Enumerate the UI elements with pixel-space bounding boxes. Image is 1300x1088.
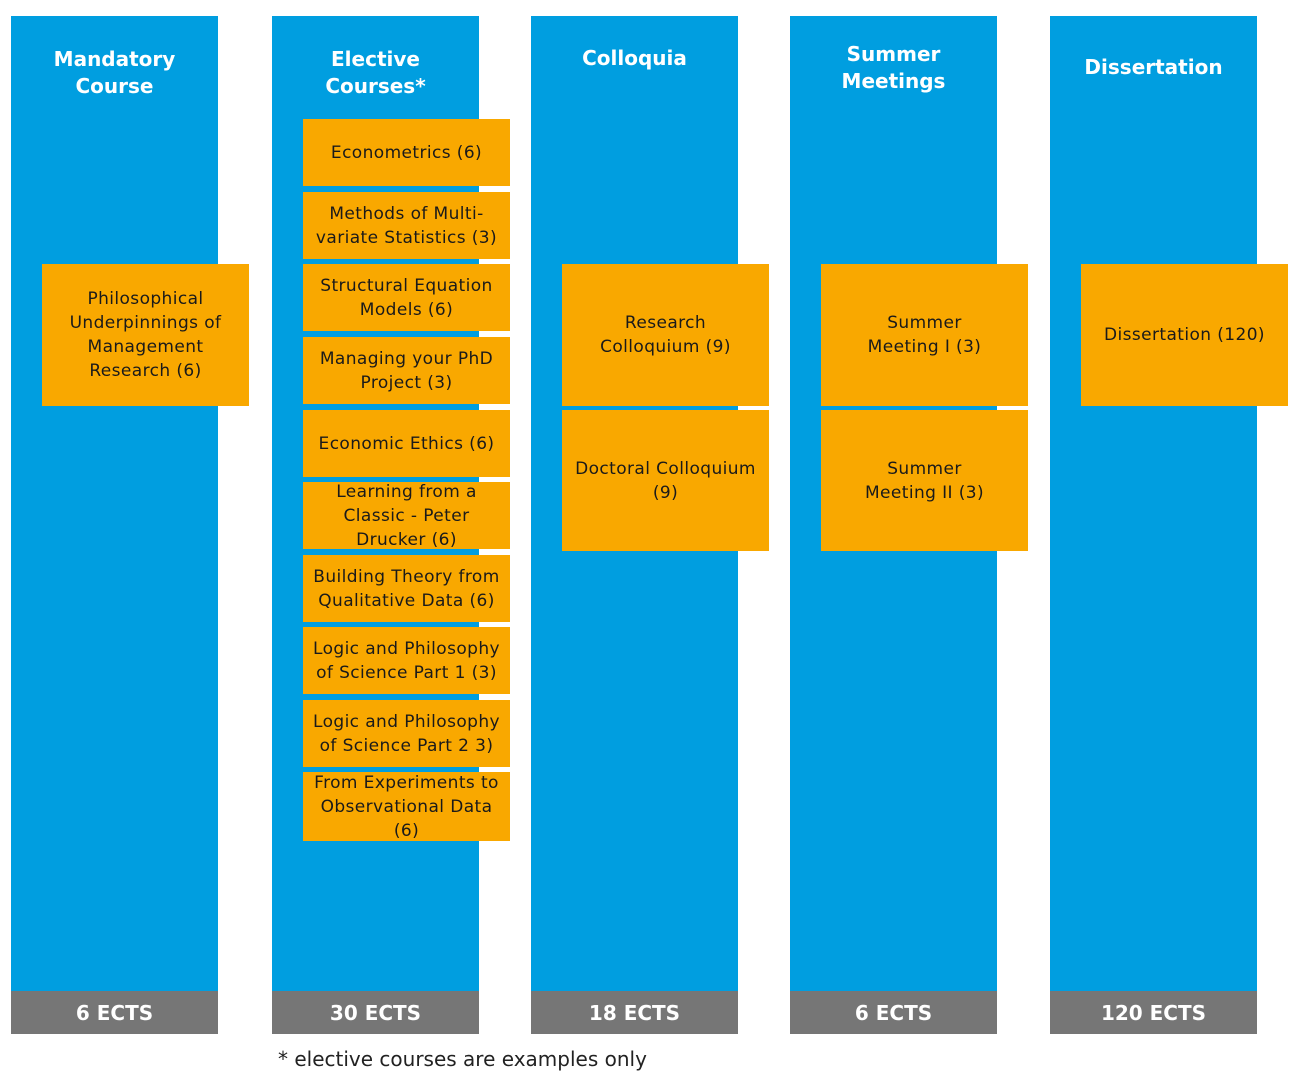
course-box-managing-phd-project: Managing your PhD Project (3) [303,337,510,404]
footnote: * elective courses are examples only [278,1047,647,1071]
course-box-learning-from-classic: Learning from a Classic - Peter Drucker … [303,482,510,550]
column-dissertation: Dissertation [1050,16,1257,991]
column-title: Dissertation [1084,55,1223,79]
course-box-dissertation: Dissertation (120) [1081,264,1288,406]
course-box-economic-ethics: Economic Ethics (6) [303,410,510,477]
course-box-logic-philosophy-1: Logic and Philosophy of Science Part 1 (… [303,627,510,694]
column-title: Summer Meetings [841,42,946,93]
course-box-doctoral-colloquium: Doctoral Colloquium (9) [562,410,769,551]
course-box-summer-meeting-1: Summer Meeting I (3) [821,264,1028,406]
course-box-experiments-observational: From Experiments to Observational Data (… [303,772,510,841]
course-box-structural-equation-models: Structural Equation Models (6) [303,264,510,331]
course-box-philosophical-underpinnings: Philosophical Underpinnings of Managemen… [42,264,249,406]
course-box-econometrics: Econometrics (6) [303,119,510,186]
column-title: Mandatory Course [53,47,176,98]
course-box-multivariate-statistics: Methods of Multi-variate Statistics (3) [303,192,510,259]
course-box-logic-philosophy-2: Logic and Philosophy of Science Part 2 3… [303,700,510,767]
ects-footer: 120 ECTS [1050,991,1257,1034]
ects-footer: 18 ECTS [531,991,738,1034]
course-box-summer-meeting-2: Summer Meeting II (3) [821,410,1028,551]
ects-footer: 6 ECTS [790,991,997,1034]
ects-footer: 6 ECTS [11,991,218,1034]
column-title: Elective Courses* [325,47,426,98]
column-mandatory-course: Mandatory Course [11,16,218,991]
column-title: Colloquia [582,46,687,70]
course-box-research-colloquium: Research Colloquium (9) [562,264,769,406]
ects-footer: 30 ECTS [272,991,479,1034]
course-box-building-theory: Building Theory from Qualitative Data (6… [303,555,510,622]
